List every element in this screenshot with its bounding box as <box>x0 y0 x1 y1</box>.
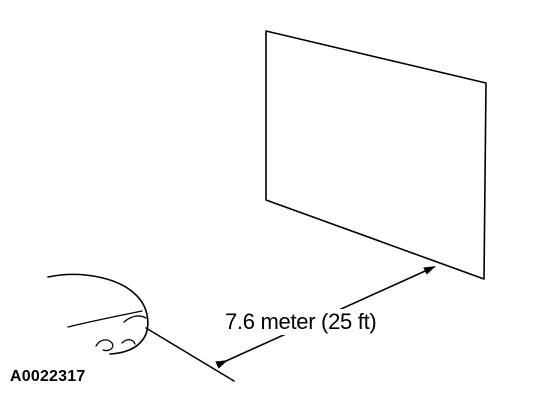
target-panel <box>265 30 487 280</box>
viewer-eyebrow-mark <box>123 315 147 323</box>
figure-id-label: A0022317 <box>10 368 86 385</box>
viewer-head-outline <box>47 273 149 355</box>
distance-label: 7.6 meter (25 ft) <box>224 309 378 335</box>
sight-line <box>145 327 235 382</box>
viewer-eye-line <box>67 310 143 328</box>
viewer-nostril-mark <box>121 339 136 345</box>
viewer-nose-mark <box>95 339 114 352</box>
